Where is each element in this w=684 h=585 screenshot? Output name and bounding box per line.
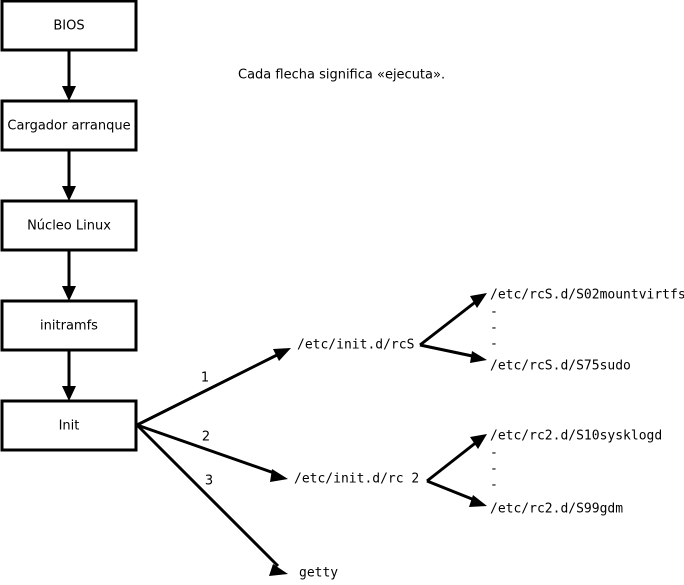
arrow-rcs-to-last-script bbox=[419, 343, 487, 363]
arrow-init-branch-3 bbox=[135, 423, 288, 576]
script-rc2-last: /etc/rc2.d/S99gdm bbox=[490, 502, 623, 517]
arrow-bios-to-bootloader bbox=[62, 50, 76, 101]
script-rc2-ellipsis-2: - bbox=[490, 462, 498, 477]
script-rcs-ellipsis-3: - bbox=[490, 337, 498, 352]
branch-number-3: 3 bbox=[205, 474, 213, 489]
box-label-bootloader: Cargador arranque bbox=[7, 119, 130, 134]
arrow-bootloader-to-kernel bbox=[62, 150, 76, 201]
arrow-initramfs-to-init bbox=[62, 350, 76, 401]
arrow-kernel-to-initramfs bbox=[62, 250, 76, 301]
branch-target-rc2: /etc/init.d/rc 2 bbox=[294, 472, 419, 487]
branch-number-2: 2 bbox=[202, 430, 210, 445]
arrow-init-branch-1 bbox=[136, 348, 291, 427]
script-rc2-ellipsis-3: - bbox=[490, 478, 498, 493]
boot-chain-box-initramfs: initramfs bbox=[0, 299, 138, 352]
script-rcs-last: /etc/rcS.d/S75sudo bbox=[490, 359, 631, 374]
arrow-init-branch-2 bbox=[136, 423, 288, 482]
box-rect-initramfs bbox=[0, 299, 138, 352]
script-rc2-first: /etc/rc2.d/S10sysklogd bbox=[490, 429, 662, 444]
arrow-rc2-to-last-script bbox=[426, 479, 487, 507]
boot-chain-box-init: Init bbox=[0, 399, 138, 452]
box-label-bios: BIOS bbox=[53, 19, 84, 34]
arrow-rcs-to-first-script bbox=[419, 293, 487, 347]
branch-number-1: 1 bbox=[201, 371, 209, 386]
box-label-init: Init bbox=[59, 419, 80, 434]
diagram-caption: Cada flecha significa «ejecuta». bbox=[238, 68, 445, 83]
branch-target-rcs: /etc/init.d/rcS bbox=[297, 338, 414, 353]
branch-target-getty: getty bbox=[299, 566, 338, 581]
script-rc2-ellipsis-1: - bbox=[490, 446, 498, 461]
box-label-initramfs: initramfs bbox=[40, 319, 98, 334]
script-rcs-ellipsis-1: - bbox=[490, 305, 498, 320]
boot-chain-box-kernel: Núcleo Linux bbox=[0, 199, 138, 252]
boot-chain-box-bootloader: Cargador arranque bbox=[0, 99, 138, 152]
arrow-rc2-to-first-script bbox=[426, 434, 487, 483]
script-rcs-ellipsis-2: - bbox=[490, 321, 498, 336]
box-label-kernel: Núcleo Linux bbox=[27, 219, 111, 234]
script-rcs-first: /etc/rcS.d/S02mountvirtfs bbox=[490, 288, 684, 303]
boot-chain-box-bios: BIOS bbox=[0, 0, 138, 52]
